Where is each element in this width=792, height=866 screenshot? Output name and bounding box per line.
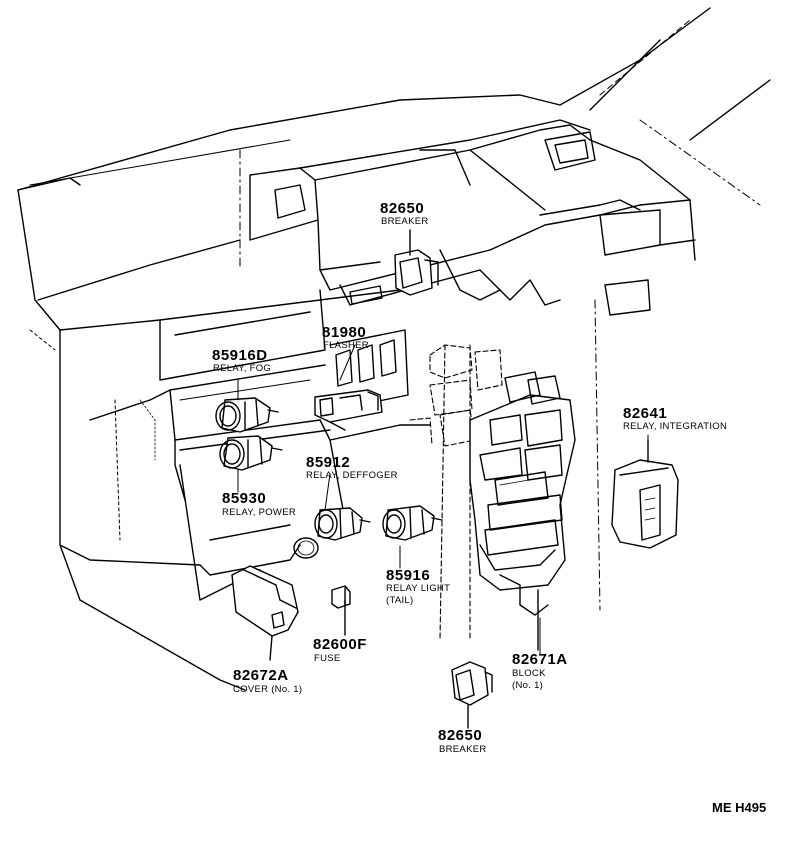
- relay-power: [219, 435, 283, 471]
- callout-82600f-part: 82600F: [313, 636, 367, 653]
- breaker-bottom: [451, 661, 493, 729]
- windshield-outline: [17, 7, 771, 206]
- callout-82641-part: 82641: [623, 405, 668, 422]
- callout-85916-part: 85916: [386, 567, 431, 584]
- flasher-relay: [314, 389, 383, 431]
- callout-85912-part: 85912: [306, 454, 351, 471]
- callout-85912-name: RELAY, DEFFOGER: [306, 470, 398, 481]
- callout-82672a-name: COVER (No. 1): [233, 684, 303, 695]
- callout-82650-top-part: 82650: [380, 200, 425, 217]
- callout-82641-name: RELAY, INTEGRATION: [623, 421, 728, 432]
- callout-82650-bottom-name: BREAKER: [439, 744, 487, 755]
- leader-lines: [237, 344, 649, 656]
- callout-82650-bottom-part: 82650: [438, 727, 483, 744]
- callout-85930-part: 85930: [222, 490, 267, 507]
- relay-deffoger: [314, 507, 371, 541]
- callout-82672a-part: 82672A: [233, 667, 289, 684]
- fuse: [331, 585, 351, 636]
- callout-81980-name: FLASHER: [323, 340, 369, 351]
- callout-85916-name: RELAY LIGHT: [386, 583, 451, 594]
- callout-85916-name-2: (TAIL): [386, 595, 414, 606]
- callout-82671a-part: 82671A: [512, 651, 568, 668]
- callout-85916d-name: RELAY, FOG: [213, 363, 272, 374]
- callout-81980-part: 81980: [322, 324, 367, 341]
- relay-light-tail: [382, 505, 443, 541]
- relay-integration: [611, 439, 679, 549]
- callout-85930-name: RELAY, POWER: [222, 507, 296, 518]
- center-console: [319, 199, 696, 611]
- round-socket: [293, 537, 319, 559]
- dashboard-top: [17, 119, 696, 331]
- callout-82671a-name-2: (No. 1): [512, 680, 544, 691]
- cover-no1: [231, 565, 299, 661]
- callout-82671a-name: BLOCK: [512, 668, 546, 679]
- callout-82600f-name: FUSE: [314, 653, 341, 664]
- relay-fog: [215, 397, 279, 433]
- reference-code: ME H495: [712, 800, 767, 815]
- callout-85916d-part: 85916D: [212, 347, 268, 364]
- callout-82650-top-name: BREAKER: [381, 216, 429, 227]
- junction-block: [469, 371, 576, 651]
- breaker-top: [394, 229, 439, 296]
